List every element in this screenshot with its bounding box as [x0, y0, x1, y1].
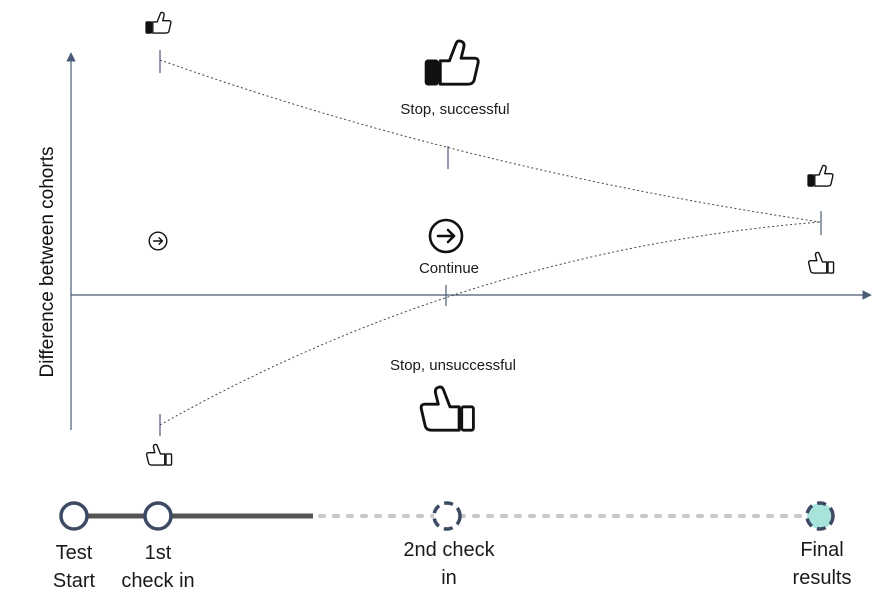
node-check2 — [432, 501, 462, 531]
timeline-label-check1: 1st check in — [121, 539, 194, 595]
node-final — [805, 501, 835, 531]
y-axis-label: Difference between cohorts — [37, 146, 58, 378]
zone-fail-label: Stop, unsuccessful — [390, 357, 516, 374]
timeline-label-check1-line1: 1st — [144, 542, 172, 564]
node-test-start — [59, 501, 89, 531]
thumbs-down-icon — [145, 443, 173, 466]
arrow-right-circle-icon — [148, 231, 168, 251]
timeline-label-check2-line1: 2nd check — [403, 539, 495, 561]
timeline-label-start-line2: Start — [52, 570, 96, 592]
thumbs-down-icon — [807, 251, 835, 274]
timeline-label-check2-line2: in — [441, 567, 457, 589]
node-check1 — [143, 501, 173, 531]
timeline-label-start-line1: Test — [55, 542, 93, 564]
thumbs-up-icon — [424, 39, 480, 86]
timeline-label-start: Test Start — [53, 539, 95, 595]
arrow-right-circle-icon — [428, 218, 464, 254]
upper-boundary — [159, 59, 821, 223]
timeline-label-final-line1: Final — [800, 539, 844, 561]
lower-boundary — [159, 221, 821, 426]
timeline-label-final: Final results — [793, 536, 852, 592]
zone-success-label: Stop, successful — [400, 101, 510, 118]
thumbs-up-icon — [807, 164, 834, 187]
thumbs-up-icon — [145, 11, 172, 34]
zone-continue-label: Continue — [418, 260, 480, 277]
timeline-label-check1-line2: check in — [121, 570, 195, 592]
timeline-label-final-line2: results — [792, 567, 852, 589]
timeline-label-check2: 2nd check in — [403, 536, 494, 592]
thumbs-down-icon — [419, 385, 475, 432]
